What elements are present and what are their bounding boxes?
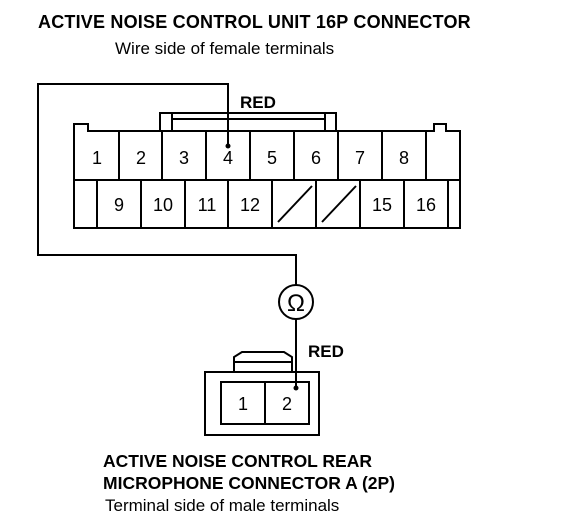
- row2-dividers: [96, 180, 449, 228]
- probe-point-terminal-4: [225, 143, 231, 149]
- microphone-connector-subtitle: Terminal side of male terminals: [105, 496, 340, 515]
- terminal-2p-2: 2: [282, 394, 292, 414]
- terminal-2: 2: [136, 148, 146, 168]
- terminal-12: 12: [240, 195, 260, 215]
- connector-2p-housing: [204, 371, 320, 436]
- terminal-5: 5: [267, 148, 277, 168]
- connector-16p: [73, 112, 461, 229]
- terminal-2p-1: 1: [238, 394, 248, 414]
- connector-2p-lock: [233, 351, 293, 372]
- ohmmeter-icon: Ω: [278, 284, 314, 320]
- connector-16p-lock: [159, 112, 337, 132]
- terminal-10: 10: [153, 195, 173, 215]
- connector-title: ACTIVE NOISE CONTROL UNIT 16P CONNECTOR: [38, 12, 471, 32]
- terminal-3: 3: [179, 148, 189, 168]
- wire-color-label-bottom: RED: [308, 342, 344, 361]
- terminal-1: 1: [92, 148, 102, 168]
- empty-cavity-14: [321, 185, 357, 223]
- terminal-16: 16: [416, 195, 436, 215]
- terminal-8: 8: [399, 148, 409, 168]
- empty-cavity-13: [277, 185, 313, 223]
- connector-16p-housing: [73, 123, 461, 229]
- test-leads: [37, 83, 297, 388]
- probe-point-terminal-2: [293, 385, 299, 391]
- terminal-4: 4: [223, 148, 233, 168]
- terminal-11: 11: [198, 195, 217, 215]
- connector-2p: [204, 351, 320, 436]
- row1-labels: 1 2 3 4 5 6 7 8: [92, 148, 409, 168]
- terminal-9: 9: [114, 195, 124, 215]
- wire-color-label-top: RED: [240, 93, 276, 112]
- ohm-symbol: Ω: [287, 290, 305, 317]
- microphone-connector-title-line2: MICROPHONE CONNECTOR A (2P): [103, 473, 396, 493]
- row1-dividers: [118, 131, 427, 180]
- microphone-connector-title-line1: ACTIVE NOISE CONTROL REAR: [103, 451, 373, 471]
- terminal-6: 6: [311, 148, 321, 168]
- row2-labels: 9 10 11 12 15 16: [114, 195, 436, 215]
- lead-from-terminal-4: [37, 83, 297, 285]
- connector-2p-labels: 1 2: [238, 394, 292, 414]
- connector-subtitle: Wire side of female terminals: [115, 39, 335, 58]
- terminal-7: 7: [355, 148, 365, 168]
- terminal-15: 15: [372, 195, 392, 215]
